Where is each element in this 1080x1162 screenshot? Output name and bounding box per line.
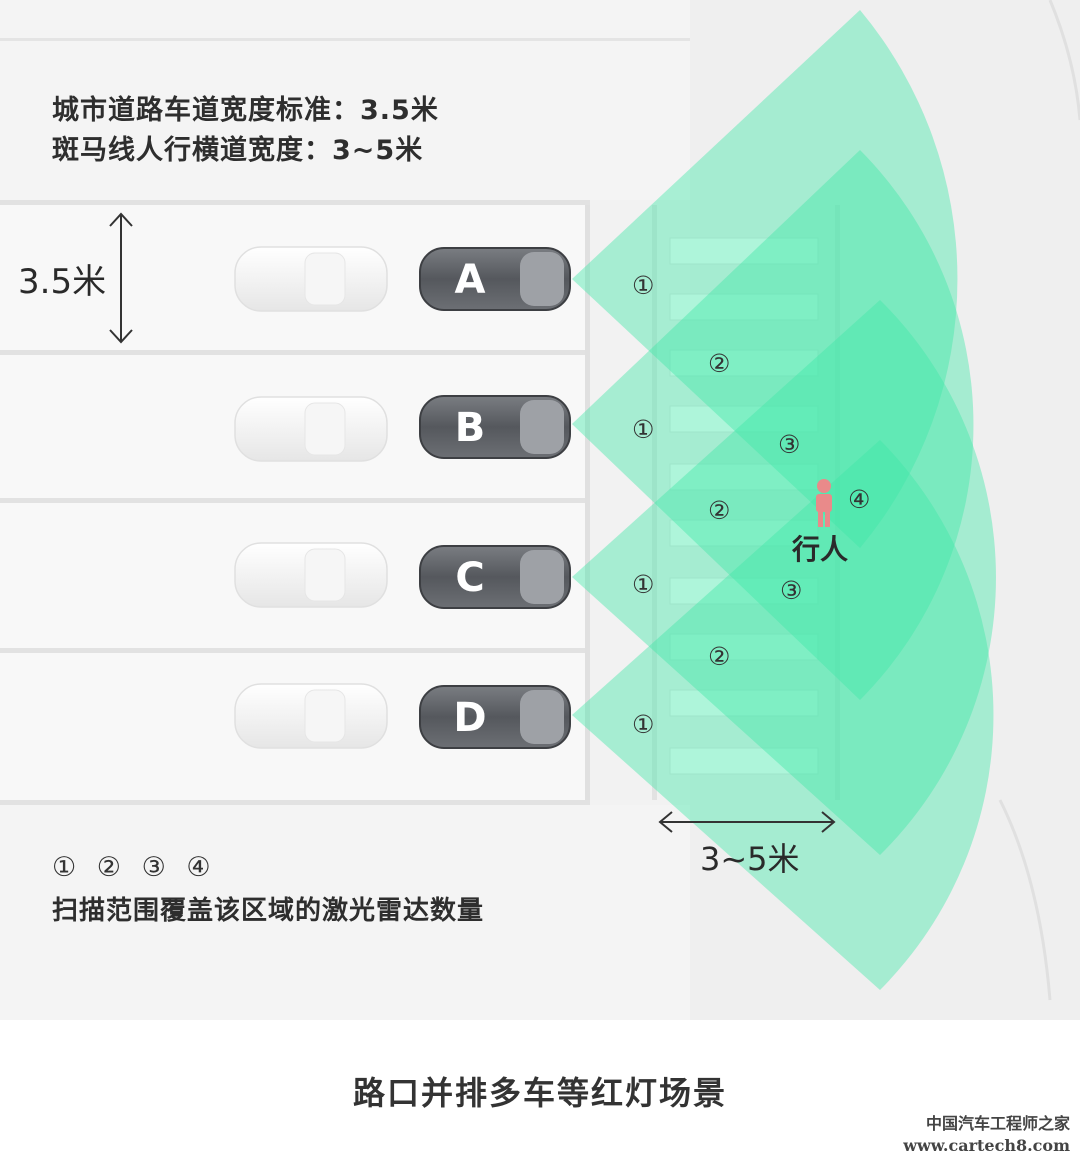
car-label-d: D — [453, 695, 486, 741]
cross-street — [690, 0, 1080, 1020]
rear-cars — [234, 246, 388, 749]
lane-width-label: 3.5米 — [18, 262, 107, 302]
car-label-b: B — [455, 405, 486, 451]
zone-label-2: ② — [708, 496, 730, 525]
car-label-a: A — [455, 257, 486, 303]
intersection-diagram: A B C D 行人 — [0, 0, 1080, 1020]
watermark: 中国汽车工程师之家 www.cartech8.com — [903, 1113, 1070, 1157]
beam-c — [572, 300, 996, 855]
lidar-car-b: B — [419, 395, 571, 459]
beam-a — [572, 10, 958, 548]
zone-label-1: ① — [632, 415, 654, 444]
crosswalk-width-arrow — [658, 811, 836, 833]
pedestrian-label: 行人 — [791, 533, 848, 566]
zone-label-1: ① — [632, 710, 654, 739]
watermark-line-1: 中国汽车工程师之家 — [925, 1114, 1070, 1133]
lidar-car-d: D — [419, 685, 571, 749]
car-white-a — [234, 246, 388, 312]
car-label-c: C — [455, 555, 484, 601]
zone-label-2: ② — [708, 642, 730, 671]
beam-d — [572, 440, 994, 990]
pedestrian-icon — [816, 479, 832, 527]
beam-b — [572, 150, 974, 700]
watermark-line-2: www.cartech8.com — [903, 1136, 1070, 1155]
lane-standard-note: 城市道路车道宽度标准：3.5米 — [52, 95, 439, 126]
zone-label-4: ④ — [848, 485, 870, 514]
zone-label-1: ① — [632, 271, 654, 300]
zone-label-3: ③ — [780, 576, 802, 605]
stop-line — [585, 205, 590, 800]
crosswalk-standard-note: 斑马线人行横道宽度：3~5米 — [52, 135, 424, 166]
car-white-b — [234, 396, 388, 462]
legend-symbols: ① ② ③ ④ — [52, 852, 217, 883]
zone-label-3: ③ — [778, 430, 800, 459]
lidar-car-c: C — [419, 545, 571, 609]
car-white-c — [234, 542, 388, 608]
zone-label-1: ① — [632, 570, 654, 599]
car-white-d — [234, 683, 388, 749]
crosswalk-width-label: 3~5米 — [700, 840, 800, 878]
sidewalk-top — [0, 0, 690, 200]
lidar-car-a: A — [419, 247, 571, 311]
zone-labels: ① ① ① ① ② ② ② ③ ③ ④ — [632, 271, 870, 739]
lidar-beams — [572, 10, 996, 990]
crosswalk — [652, 205, 840, 800]
caption: 路口并排多车等红灯场景 — [352, 1074, 727, 1112]
zone-label-2: ② — [708, 349, 730, 378]
legend-text: 扫描范围覆盖该区域的激光雷达数量 — [52, 896, 485, 926]
lane-width-arrow — [109, 212, 133, 344]
lidar-cars: A B C D — [419, 247, 571, 749]
sidewalk-bottom — [0, 805, 690, 1020]
